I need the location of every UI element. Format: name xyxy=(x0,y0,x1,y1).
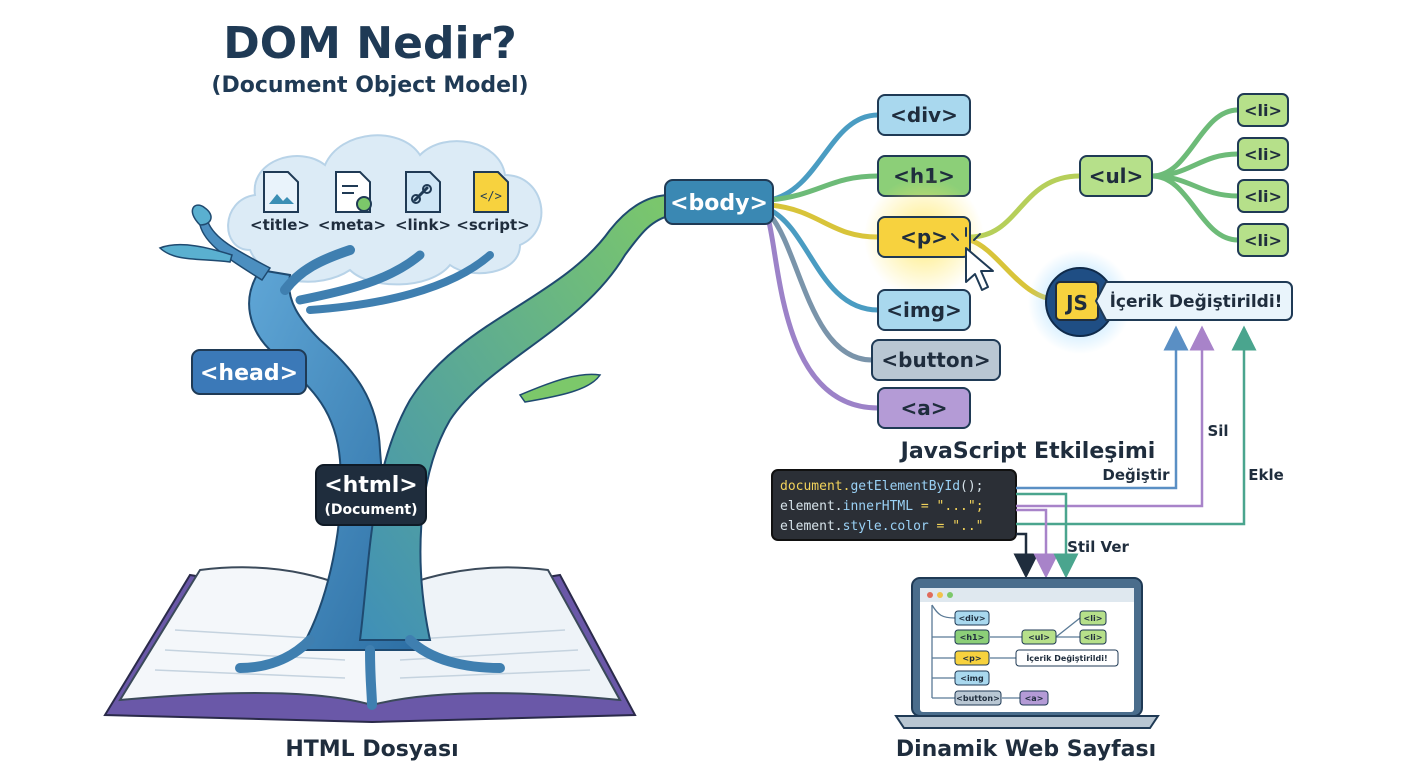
node-p: <p> xyxy=(864,177,984,297)
page-subtitle: (Document Object Model) xyxy=(211,73,528,98)
code-line-2: element.innerHTML = "..."; xyxy=(780,499,984,514)
node-li-4: <li> xyxy=(1244,231,1282,250)
action-change: Değiştir xyxy=(1102,466,1170,484)
node-li-list: <li> <li> <li> <li> xyxy=(1237,93,1289,257)
node-div: <div> xyxy=(877,94,971,136)
mini-li-2: <li> xyxy=(1084,633,1103,642)
mini-ul: <ul> xyxy=(1028,633,1050,642)
node-li-1: <li> xyxy=(1244,101,1282,120)
js-section-title: JavaScript Etkileşimi xyxy=(899,439,1156,464)
head-child-link: <link> xyxy=(395,216,451,234)
body-connectors xyxy=(765,107,1241,411)
node-a: <a> xyxy=(877,387,971,429)
page-title: DOM Nedir? xyxy=(223,18,517,69)
mini-h1: <h1> xyxy=(960,633,985,642)
mini-p: <p> xyxy=(962,654,981,663)
action-delete: Sil xyxy=(1207,422,1228,440)
action-arrows xyxy=(1013,325,1257,579)
node-li-2: <li> xyxy=(1244,145,1282,164)
action-add: Ekle xyxy=(1248,466,1284,484)
mini-img: <img xyxy=(960,674,984,683)
head-child-meta: <meta> xyxy=(318,216,386,234)
node-li-3: <li> xyxy=(1244,187,1282,206)
node-head: <head> xyxy=(191,349,307,395)
label-html-file: HTML Dosyası xyxy=(285,737,458,762)
code-line-1: document.getElementById(); xyxy=(780,479,984,494)
mini-div: <div> xyxy=(958,614,985,623)
node-div-label: <div> xyxy=(890,103,958,127)
node-button-label: <button> xyxy=(881,348,990,372)
node-ul: <ul> xyxy=(1079,155,1153,197)
laptop: <div> <h1> <p> <img <button> <a> <ul> <l… xyxy=(894,577,1160,729)
code-file-icon: </> xyxy=(473,171,509,213)
node-img: <img> xyxy=(877,289,971,331)
node-button: <button> xyxy=(871,339,1001,381)
node-p-label: <p> xyxy=(900,225,948,249)
picture-file-icon xyxy=(263,171,299,213)
node-body: <body> xyxy=(664,179,774,225)
svg-text:</>: </> xyxy=(480,189,502,203)
mini-a: <a> xyxy=(1025,694,1044,703)
js-message-text: İçerik Değiştirildi! xyxy=(1110,290,1283,312)
label-dynamic-page: Dinamik Web Sayfası xyxy=(896,737,1156,762)
link-file-icon xyxy=(405,171,441,213)
node-ul-label: <ul> xyxy=(1089,164,1144,188)
js-message: İçerik Değiştirildi! xyxy=(1094,281,1293,321)
node-html-label: <html> xyxy=(324,473,418,498)
node-head-label: <head> xyxy=(200,361,298,386)
head-child-script: <script> xyxy=(456,216,529,234)
mini-li-1: <li> xyxy=(1084,614,1103,623)
node-img-label: <img> xyxy=(886,298,962,322)
settings-file-icon xyxy=(335,171,372,213)
action-style: Stil Ver xyxy=(1067,538,1129,556)
mini-button: <button> xyxy=(956,694,1000,703)
head-child-title: <title> xyxy=(250,216,310,234)
cursor-icon xyxy=(951,227,994,291)
code-line-3: element.style.color = ".." xyxy=(780,519,984,534)
node-html: <html> (Document) xyxy=(315,464,427,526)
mini-message: İçerik Değiştirildi! xyxy=(1026,653,1107,663)
js-badge-label: JS xyxy=(1064,291,1088,315)
node-html-sub: (Document) xyxy=(324,502,417,518)
js-code-box: document.getElementById(); element.inner… xyxy=(771,469,1017,541)
js-badge: JS xyxy=(1028,250,1132,354)
head-children: </> <title> <meta> <link> <script> xyxy=(250,171,530,234)
node-a-label: <a> xyxy=(900,396,947,420)
node-body-label: <body> xyxy=(670,191,768,216)
